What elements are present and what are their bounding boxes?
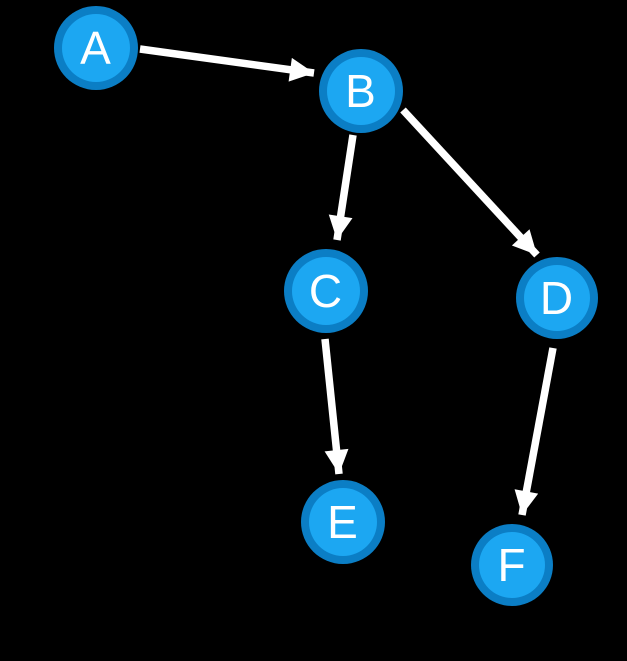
edge-A-B <box>139 45 315 82</box>
node-body <box>292 257 360 325</box>
node-A[interactable]: A <box>54 6 138 90</box>
edge-D-F <box>514 347 557 516</box>
node-B[interactable]: B <box>319 49 403 133</box>
edge-C-E <box>321 338 349 475</box>
node-label: C <box>309 265 343 317</box>
node-D[interactable]: D <box>516 257 598 339</box>
node-body <box>309 488 377 556</box>
edge-B-D <box>400 107 540 258</box>
node-label: E <box>327 496 359 548</box>
node-label: A <box>80 22 112 74</box>
edge-B-C <box>328 134 357 241</box>
node-E[interactable]: E <box>301 480 385 564</box>
node-label: F <box>497 539 526 591</box>
node-label: B <box>345 65 377 117</box>
node-label: D <box>540 272 574 324</box>
nodes-layer: A B C D E F <box>54 6 598 606</box>
node-body <box>327 57 395 125</box>
edges-layer <box>139 45 557 516</box>
node-body <box>479 532 545 598</box>
node-body <box>62 14 130 82</box>
node-F[interactable]: F <box>471 524 553 606</box>
node-C[interactable]: C <box>284 249 368 333</box>
node-body <box>524 265 590 331</box>
